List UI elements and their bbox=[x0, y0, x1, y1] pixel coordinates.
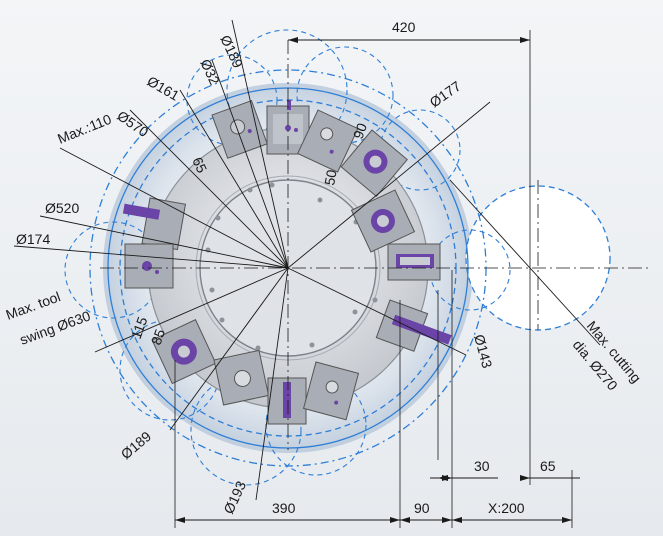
label-d65-right: 65 bbox=[540, 458, 556, 474]
tool-blocks bbox=[122, 99, 452, 425]
label-d189-bottom: Ø189 bbox=[118, 428, 155, 462]
label-swing-line1: Max. tool bbox=[4, 288, 63, 322]
label-d85: 85 bbox=[148, 327, 168, 347]
label-d161: Ø161 bbox=[145, 73, 183, 104]
label-d174: Ø174 bbox=[16, 231, 50, 247]
label-max110: Max.:110 bbox=[55, 111, 114, 147]
label-d143: Ø143 bbox=[471, 333, 495, 370]
label-d189-top: Ø189 bbox=[217, 33, 246, 71]
tool-block bbox=[122, 197, 187, 251]
center-lines bbox=[100, 40, 650, 450]
tool-block bbox=[267, 377, 307, 425]
label-d520: Ø520 bbox=[45, 200, 79, 216]
bolt-holes bbox=[205, 182, 378, 351]
label-d115: 115 bbox=[128, 314, 151, 341]
label-d90-top: 90 bbox=[350, 121, 370, 141]
label-d50: 50 bbox=[321, 168, 339, 186]
arrowheads bbox=[175, 37, 572, 523]
label-x200: X:200 bbox=[488, 500, 525, 516]
tool-block bbox=[213, 349, 270, 406]
label-d90-bottom: 90 bbox=[414, 500, 430, 516]
tool-block bbox=[124, 243, 174, 289]
label-d570: Ø570 bbox=[114, 107, 151, 140]
label-d193: Ø193 bbox=[220, 478, 249, 516]
tool-block bbox=[151, 319, 217, 385]
tool-block bbox=[375, 299, 452, 352]
label-d65-left: 65 bbox=[189, 155, 210, 176]
label-d390: 390 bbox=[272, 500, 296, 516]
tool-block bbox=[297, 109, 359, 173]
tool-block bbox=[302, 361, 360, 421]
label-d177: Ø177 bbox=[427, 78, 464, 111]
tool-block bbox=[340, 129, 408, 198]
tool-block bbox=[387, 243, 441, 281]
label-d32: Ø32 bbox=[197, 57, 223, 88]
extension-lines bbox=[174, 30, 573, 528]
tool-block bbox=[350, 189, 416, 253]
label-d420: 420 bbox=[392, 19, 416, 35]
label-d30: 30 bbox=[474, 458, 490, 474]
leader-lines bbox=[13, 19, 601, 501]
